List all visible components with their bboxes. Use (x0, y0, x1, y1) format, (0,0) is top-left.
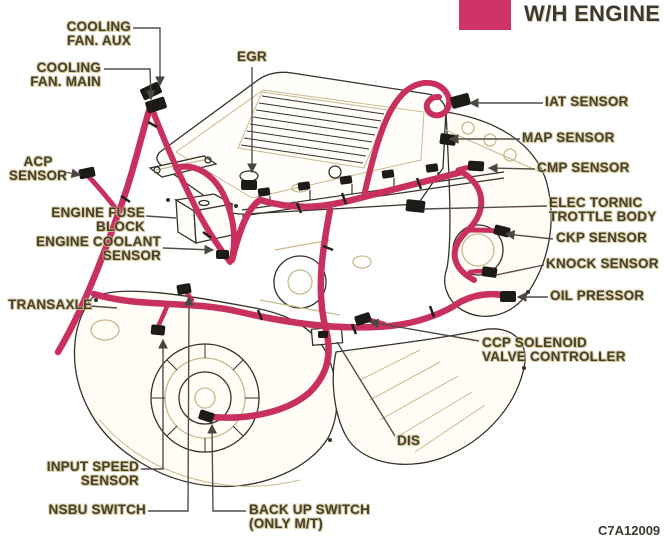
injector-connector (257, 187, 271, 197)
leader-ckp-sensor (504, 230, 554, 240)
leader-nsbu-switch (148, 295, 194, 512)
leader-input-speed (141, 338, 168, 470)
leader-knock-sensor (495, 264, 545, 276)
leader-dis (336, 341, 396, 437)
label-engine-coolant-sensor: ENGINE COOLANT SENSOR (35, 234, 161, 263)
label-input-speed-sensor: INPUT SPEED SENSOR (46, 459, 139, 488)
legend-label: W/H ENGINE (524, 1, 661, 26)
intake-grille (237, 91, 389, 169)
label-dis: DIS (397, 433, 421, 448)
acp-sensor-connector (78, 166, 96, 180)
knock-sensor-connector (481, 266, 498, 278)
throttle-body-connector (405, 199, 426, 213)
label-transaxle: TRANSAXLE (8, 297, 93, 312)
egr-connector (241, 180, 257, 190)
label-cmp-sensor: CMP SENSOR (537, 160, 630, 175)
injector-connector (381, 169, 395, 179)
leader-elec-tornic (423, 205, 548, 210)
connectors (78, 81, 516, 423)
leader-engine-coolant-sensor (162, 244, 215, 255)
cmp-sensor-connector (467, 160, 485, 172)
leader-lines (59, 27, 554, 512)
transaxle-housing (73, 290, 338, 488)
iat-sensor-connector (450, 93, 471, 109)
leader-engine-fuse-block (145, 215, 177, 219)
label-egr: EGR (237, 49, 267, 64)
input-speed-connector (150, 324, 166, 336)
label-cooling-fan-aux: COOLING FAN. AUX (66, 19, 131, 48)
leader-cooling-fan-main (104, 68, 156, 101)
label-acp-sensor: ACP SENSOR (8, 154, 68, 183)
harness-clips (120, 120, 436, 335)
label-back-up-switch: BACK UP SWITCH (ONLY M/T) (249, 502, 371, 531)
leader-cooling-fan-aux (133, 27, 165, 87)
backup-switch-connector (198, 409, 215, 423)
nsbu-connector (176, 283, 192, 295)
leader-acp-sensor (59, 168, 82, 179)
ccp-solenoid-connector (354, 312, 372, 326)
figure-code: C7A12009 (598, 523, 661, 538)
leader-transaxle (89, 305, 118, 309)
injector-connector (297, 181, 311, 191)
cooling-fan-main-connector (145, 96, 167, 114)
oil-pressor-connector (500, 291, 516, 302)
dis-connector (318, 331, 328, 338)
oil-pan (332, 328, 526, 465)
injector-connector (339, 175, 353, 185)
leader-cmp-sensor (487, 163, 536, 174)
label-knock-sensor: KNOCK SENSOR (546, 256, 659, 271)
engine-line-art (73, 71, 552, 488)
label-oil-pressor: OIL PRESSOR (550, 288, 645, 303)
label-elec-tornic-trottle-body: ELEC TORNIC TROTTLE BODY (549, 195, 657, 224)
egr-valve (239, 170, 259, 182)
legend-swatch (459, 0, 511, 30)
engine-cover (156, 71, 447, 215)
label-cooling-fan-main: COOLING FAN. MAIN (30, 60, 101, 89)
coolant-sensor-connector (216, 250, 229, 259)
injector-connector (425, 163, 439, 173)
label-map-sensor: MAP SENSOR (522, 130, 615, 145)
label-engine-fuse-block: ENGINE FUSE BLOCK (51, 205, 145, 234)
bolt-dots (94, 110, 530, 442)
leader-backup-switch (207, 423, 246, 512)
label-ccp-solenoid-valve-controller: CCP SOLENOID VALVE CONTROLLER (482, 335, 626, 364)
label-nsbu-switch: NSBU SWITCH (48, 502, 146, 517)
label-ckp-sensor: CKP SENSOR (556, 230, 648, 245)
label-iat-sensor: IAT SENSOR (545, 94, 629, 109)
engine-block (259, 239, 372, 316)
leader-ccp-solenoid (368, 318, 480, 342)
